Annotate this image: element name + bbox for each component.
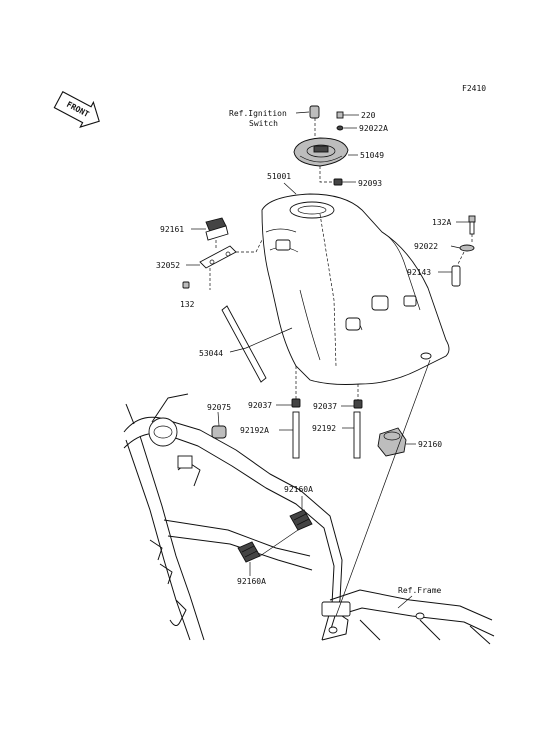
part-label-53044: 53044 <box>199 349 223 358</box>
part-label-132a: 132A <box>432 218 451 227</box>
damper-92160 <box>377 427 407 457</box>
nut-92093 <box>333 178 343 186</box>
part-label-92160a-top: 92160A <box>284 485 313 494</box>
clip-92037-right <box>353 399 363 409</box>
ref-ignition-label-line2: Switch <box>249 119 278 128</box>
part-label-92160: 92160 <box>418 440 442 449</box>
washer-92022 <box>459 244 475 252</box>
front-arrow-icon <box>53 90 100 128</box>
part-label-132: 132 <box>180 300 195 309</box>
clip-92037-left <box>291 398 301 408</box>
part-label-92093: 92093 <box>358 179 382 188</box>
fuel-tank-51001 <box>261 193 450 385</box>
part-label-92161: 92161 <box>160 225 184 234</box>
strip-53044 <box>221 305 267 383</box>
part-label-92192: 92192 <box>312 424 336 433</box>
figure-code: F2410 <box>462 84 486 93</box>
bolt-132a <box>468 215 476 235</box>
hose-92192 <box>353 411 361 459</box>
part-label-92037-right: 92037 <box>313 402 337 411</box>
fuel-cap-51049 <box>293 137 349 167</box>
part-label-51001: 51001 <box>267 172 291 181</box>
pad-92160a-bottom <box>237 541 261 563</box>
part-label-32052: 32052 <box>156 261 180 270</box>
pad-92160a-top <box>289 509 313 531</box>
washer-92022a <box>336 125 344 131</box>
screw-220 <box>336 111 352 119</box>
ref-frame-label: Ref.Frame <box>398 586 442 595</box>
ref-ignition-label-line1: Ref.Ignition <box>229 109 287 118</box>
bracket-32052 <box>199 245 237 269</box>
part-label-220: 220 <box>361 111 376 120</box>
part-label-51049: 51049 <box>360 151 384 160</box>
part-label-92037-left: 92037 <box>248 401 272 410</box>
part-label-92143: 92143 <box>407 268 431 277</box>
motorcycle-frame <box>123 393 495 645</box>
part-label-92022: 92022 <box>414 242 438 251</box>
bracket-92161 <box>205 217 229 241</box>
part-label-92022a: 92022A <box>359 124 388 133</box>
ignition-switch-ref <box>309 105 320 142</box>
part-label-92075: 92075 <box>207 403 231 412</box>
part-label-92160a-bottom: 92160A <box>237 577 266 586</box>
hose-92192a <box>292 411 300 459</box>
part-label-92192a: 92192A <box>240 426 269 435</box>
bolt-132 <box>182 281 190 289</box>
collar-92143 <box>451 265 461 287</box>
grommet-92075 <box>211 425 227 439</box>
